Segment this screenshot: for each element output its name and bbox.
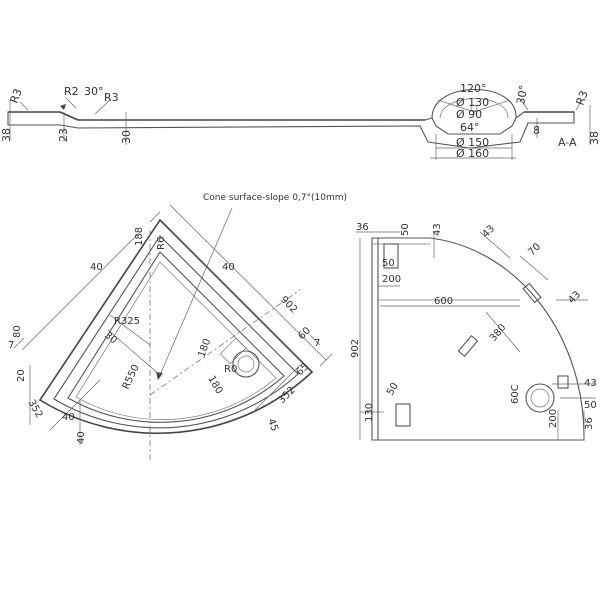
frame-label-d50b: 50 (382, 258, 395, 269)
frame-label-d50d: 50 (584, 400, 597, 411)
section-label-h23: 23 (57, 128, 70, 142)
frame-label-d200a: 200 (382, 274, 401, 285)
section-label-angle-right: 30° (514, 84, 530, 105)
frame-label-d50c: 50 (385, 381, 401, 398)
section-label-h30: 30 (120, 130, 133, 144)
frame-label-d36b: 36 (584, 417, 595, 430)
frame-label-d902: 902 (350, 339, 361, 358)
section-label-h38: 38 (0, 128, 13, 142)
tray-inner (67, 251, 285, 423)
section-label-d150: Ø 150 (456, 136, 489, 149)
plan-label-r6: R6 (156, 237, 167, 250)
frame-waste (525, 383, 555, 413)
frame-bracket-top (383, 243, 399, 269)
plan-label-d7b: 7 (314, 338, 320, 349)
plan-label-d20: 20 (16, 369, 27, 382)
frame-bracket-mid (457, 334, 479, 358)
plan-label-d40a: 40 (90, 262, 103, 273)
plan-label-d40d: 40 (76, 431, 87, 444)
plan-label-d60: 60 (296, 325, 313, 342)
plan-label-d40b: 40 (222, 262, 235, 273)
frame-label-d43c: 43 (566, 289, 583, 306)
section-label-angle-left: 30° (84, 85, 104, 98)
section-label-r3-right: R3 (574, 89, 591, 107)
frame-view: 36 50 43 43 70 50 200 600 43 902 380 50 … (350, 222, 597, 441)
plan-label-r550: R550 (121, 363, 142, 391)
frame-label-d130: 130 (364, 403, 375, 422)
plan-label-d180b: 180 (205, 374, 224, 396)
frame-label-d43b: 43 (480, 223, 497, 240)
section-label-d160: Ø 160 (456, 147, 489, 160)
section-label-angle-64: 64° (460, 121, 480, 134)
section-label-h8: 8 (533, 124, 540, 137)
plan-note: Cone surface-slope 0,7°(10mm) (203, 193, 347, 203)
section-title: A-A (558, 136, 577, 149)
frame-label-d43a: 43 (432, 223, 443, 236)
plan-label-d80: 80 (12, 325, 23, 338)
section-label-r2: R2 (64, 85, 79, 98)
frame-label-d36: 36 (356, 222, 369, 233)
plan-label-d352b: 352 (276, 385, 297, 406)
section-label-d90: Ø 90 (456, 108, 482, 121)
frame-label-d600: 600 (434, 296, 453, 307)
tray-rim (53, 235, 299, 429)
plan-label-d45: 45 (265, 417, 280, 433)
plan-label-r325: R325 (114, 316, 140, 327)
plan-label-d40c: 40 (62, 412, 75, 423)
plan-label-r0: R0 (224, 364, 237, 375)
plan-label-d188: 188 (134, 227, 145, 246)
frame-outline (371, 237, 585, 441)
plan-label-d180a: 180 (196, 337, 213, 359)
plan-view: Cone surface-slope 0,7°(10mm) R6 188 40 … (8, 193, 347, 460)
frame-bracket-bottom (395, 403, 411, 427)
section-view: R3 R2 30° R3 38 23 30 120° Ø 130 Ø 90 64… (0, 82, 600, 160)
tray-outer (38, 218, 314, 435)
frame-label-d200b: 200 (548, 409, 559, 428)
section-label-r3-mid: R3 (104, 91, 119, 104)
section-label-r3-left: R3 (8, 87, 25, 105)
frame-label-d50a: 50 (400, 223, 411, 236)
waste-outline (431, 89, 517, 119)
frame-label-d70: 70 (526, 241, 543, 258)
frame-label-d600b: 60C (510, 384, 521, 404)
section-label-angle-top: 120° (460, 82, 487, 95)
plan-label-d902: 902 (278, 294, 299, 315)
section-label-d130: Ø 130 (456, 96, 489, 109)
frame-label-d380: 380 (488, 322, 509, 344)
section-label-h38-right: 38 (588, 131, 600, 145)
plan-label-d7a: 7 (8, 340, 14, 351)
frame-label-d43d: 43 (584, 378, 597, 389)
waste-outlet (232, 350, 260, 378)
